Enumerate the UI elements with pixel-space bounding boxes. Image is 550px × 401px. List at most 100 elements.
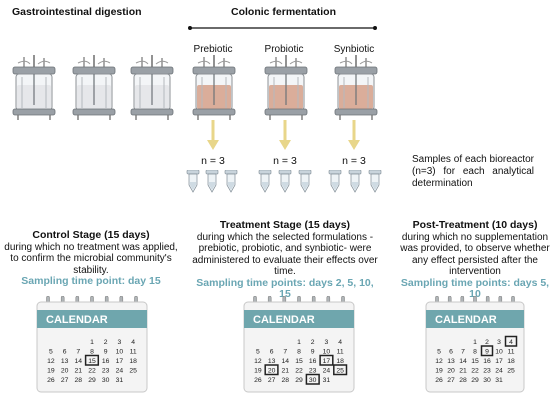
highlight-box [480,345,494,357]
calendar-day: 13 [61,358,69,365]
calendar-day: 17 [323,358,331,365]
stage-treatment: Treatment Stage (15 days) during which t… [190,219,380,301]
calendar-header-band [37,310,147,328]
stage-sampling: Sampling time points: days 2, 5, 10, 15 [196,276,374,300]
arrow-synbiotic [348,120,360,150]
calendar-day: 4 [338,339,342,346]
group-label-synbiotic: Synbiotic [333,44,375,55]
calendar-title: CALENDAR [253,314,315,326]
calendar-day: 15 [295,358,303,365]
calendar-day: 13 [447,358,455,365]
stage-title: Post-Treatment (10 days) [412,219,538,231]
calendar-day: 12 [47,358,55,365]
calendar-header-band [426,310,524,328]
calendar-day: 7 [76,349,80,356]
highlight-box [305,373,320,385]
group-label-probiotic: Probiotic [264,44,304,55]
colonic-bracket [188,26,377,30]
calendar-day: 23 [309,368,317,375]
calendar-day: 9 [104,349,108,356]
calendar-day: 28 [75,377,83,384]
calendar-day: 20 [61,368,69,375]
calendar-day: 27 [268,377,276,384]
calendar-day: 16 [483,358,491,365]
calendar-day: 4 [509,339,513,346]
calendar-day: 2 [311,339,315,346]
calendar-day: 31 [116,377,124,384]
calendar-day: 22 [88,368,96,375]
calendar-day: 17 [116,358,124,365]
calendar-day: 24 [495,368,503,375]
arrow-prebiotic [207,120,219,150]
colonic-header: Colonic fermentation [231,6,337,18]
calendar-day: 19 [254,368,262,375]
calendar-day: 4 [131,339,135,346]
calendar-day: 8 [473,349,477,356]
calendar-day: 25 [336,368,344,375]
highlight-box [333,364,348,376]
calendar-day: 14 [282,358,290,365]
stage-description: during which the selected formulations -… [192,231,378,278]
stage-title: Treatment Stage (15 days) [219,219,351,231]
calendar-day: 17 [495,358,503,365]
calendar-day: 15 [471,358,479,365]
calendar-day: 20 [268,368,276,375]
sample-tube-icon [348,170,362,193]
bioreactor-probiotic [264,55,308,120]
calendar-day: 22 [471,368,479,375]
calendar-day: 1 [90,339,94,346]
calendar-day: 10 [116,349,124,356]
highlight-box [504,335,518,347]
calendar-day: 29 [88,377,96,384]
calendar-day: 30 [102,377,110,384]
calendar-day: 21 [459,368,467,375]
calendar-day: 3 [325,339,329,346]
bioreactor-prebiotic [192,55,236,120]
calendar-day: 13 [268,358,276,365]
calendar-day: 16 [309,358,317,365]
calendar-day: 10 [323,349,331,356]
arrow-probiotic [279,120,291,150]
bioreactor-gastro-2 [72,55,116,120]
calendar-day: 14 [75,358,83,365]
calendar-day: 9 [311,349,315,356]
calendar-day: 15 [88,358,96,365]
calendar-day: 18 [507,358,515,365]
sample-tube-icon [278,170,292,193]
calendar-title: CALENDAR [46,314,108,326]
calendar-day: 28 [282,377,290,384]
samples-note: Samples of each bioreactor (n=3) for eac… [412,154,534,189]
calendar-day: 6 [270,349,274,356]
stage-post-treatment: Post-Treatment (10 days) during which no… [400,219,550,301]
calendar-day: 26 [47,377,55,384]
calendar-day: 1 [297,339,301,346]
calendar-day: 31 [323,377,331,384]
calendar-day: 1 [473,339,477,346]
calendar-day: 30 [483,377,491,384]
calendar-title: CALENDAR [435,314,497,326]
stage-sampling: Sampling time points: days 5, 10 [400,276,550,300]
stage-control: Control Stage (15 days) during which no … [2,229,180,288]
calendar-day: 14 [459,358,467,365]
sample-tube-icon [186,170,200,193]
calendar-day: 5 [437,349,441,356]
calendar-day: 8 [297,349,301,356]
calendar-day: 29 [471,377,479,384]
calendar-day: 18 [129,358,137,365]
calendar-day: 3 [118,339,122,346]
n-label-prebiotic: n = 3 [201,155,225,167]
calendar-day: 18 [336,358,344,365]
calendar-day: 23 [483,368,491,375]
calendar-day: 28 [459,377,467,384]
calendar-day: 11 [507,349,514,356]
calendar-day: 3 [497,339,501,346]
calendar-day: 7 [283,349,287,356]
sample-tube-icon [224,170,238,193]
stage-description: during which no supplementation was prov… [400,231,550,278]
calendar-day: 2 [485,339,489,346]
calendar-day: 23 [102,368,110,375]
highlight-box [319,354,334,366]
